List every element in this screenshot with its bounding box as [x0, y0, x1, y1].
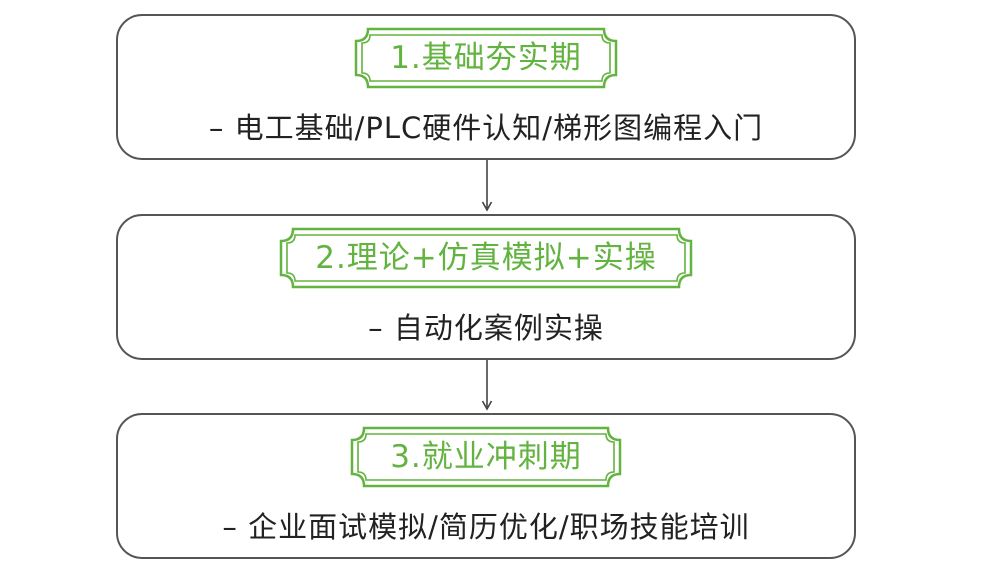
stage-card-2: 2.理论+仿真模拟+实操 – 自动化案例实操	[116, 214, 856, 360]
stage-2-title-tag: 2.理论+仿真模拟+实操	[279, 227, 693, 289]
arrow-down-icon	[481, 160, 493, 212]
stage-1-title: 1.基础夯实期	[390, 39, 582, 76]
stage-3-title-tag: 3.就业冲刺期	[350, 426, 622, 488]
stage-card-1: 1.基础夯实期 – 电工基础/PLC硬件认知/梯形图编程入门	[116, 14, 856, 160]
stage-1-tag-frame	[354, 27, 618, 89]
connector-arrow-1	[481, 160, 493, 214]
stage-card-3: 3.就业冲刺期 – 企业面试模拟/简历优化/职场技能培训	[116, 413, 856, 559]
stage-3-description: – 企业面试模拟/简历优化/职场技能培训	[222, 510, 750, 544]
stage-1-description: – 电工基础/PLC硬件认知/梯形图编程入门	[208, 111, 764, 145]
stage-3-tag-frame	[350, 426, 622, 488]
stage-2-description: – 自动化案例实操	[368, 311, 604, 345]
stage-1-title-tag: 1.基础夯实期	[354, 27, 618, 89]
stage-2-tag-frame	[279, 227, 693, 289]
arrow-down-icon	[481, 360, 493, 411]
stage-3-title: 3.就业冲刺期	[390, 438, 582, 475]
stage-2-title: 2.理论+仿真模拟+实操	[315, 239, 657, 276]
connector-arrow-2	[481, 360, 493, 413]
